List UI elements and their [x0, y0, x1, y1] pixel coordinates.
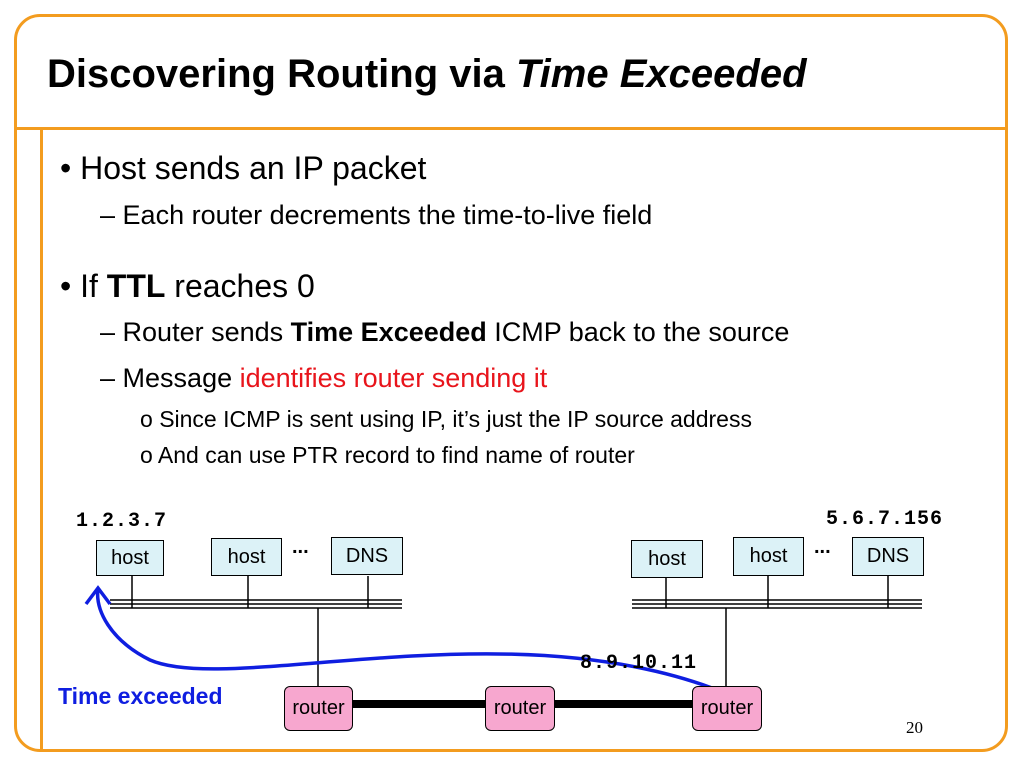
- subsubbullet-text: Since ICMP is sent using IP, it’s just t…: [159, 406, 752, 432]
- dash-marker: –: [100, 317, 116, 347]
- bullet-ttl-zero: • If TTL reaches 0: [60, 268, 315, 305]
- router-middle: router: [485, 686, 555, 731]
- bullet-text-post: reaches 0: [165, 268, 315, 304]
- subbullet-text-highlight: identifies router sending it: [239, 363, 548, 393]
- left-lan-drops: [131, 576, 369, 688]
- left-host-1: host: [96, 540, 164, 576]
- bullet-text-pre: If: [80, 268, 107, 304]
- subbullet-text: Each router decrements the time-to-live …: [122, 200, 653, 230]
- subbullet-router-decrements: – Each router decrements the time-to-liv…: [100, 200, 652, 231]
- page-number: 20: [906, 718, 923, 737]
- right-dns-server: DNS: [852, 537, 924, 576]
- title-divider: [14, 127, 1008, 130]
- time-exceeded-arrow: [95, 587, 713, 690]
- dash-marker: –: [100, 200, 116, 230]
- left-ellipsis: ...: [292, 536, 309, 558]
- time-exceeded-label: Time exceeded: [58, 683, 223, 709]
- subbullet-text-bold: Time Exceeded: [290, 317, 487, 347]
- right-ellipsis: ...: [814, 536, 831, 558]
- subbullet-router-sends: – Router sends Time Exceeded ICMP back t…: [100, 317, 789, 348]
- right-lan-drops: [665, 576, 889, 688]
- right-host-1: host: [631, 540, 703, 578]
- bullet-text: Host sends an IP packet: [80, 150, 427, 186]
- left-dns-server: DNS: [331, 537, 403, 575]
- router-address: 8.9.10.11: [580, 652, 698, 675]
- bullet-marker: •: [60, 268, 72, 304]
- left-accent-bar: [40, 127, 43, 752]
- dash-marker: –: [100, 363, 116, 393]
- slide-frame: [14, 14, 1008, 752]
- right-network-address: 5.6.7.156: [826, 508, 944, 531]
- right-host-2: host: [733, 537, 804, 576]
- subsubbullet-ptr-record: o And can use PTR record to find name of…: [140, 442, 635, 469]
- left-host-2: host: [211, 538, 282, 576]
- router-left: router: [284, 686, 353, 731]
- subbullet-message-identifies: – Message identifies router sending it: [100, 363, 547, 394]
- subsubbullet-text: And can use PTR record to find name of r…: [157, 442, 635, 468]
- o-marker: o: [140, 442, 153, 468]
- subsubbullet-icmp-source: o Since ICMP is sent using IP, it’s just…: [140, 406, 752, 433]
- router-right: router: [692, 686, 762, 731]
- subbullet-text-pre: Router sends: [122, 317, 291, 347]
- left-lan-bus: [110, 599, 402, 609]
- slide-title: Discovering Routing via Time Exceeded: [47, 52, 807, 97]
- o-marker: o: [140, 406, 153, 432]
- subbullet-text-post: ICMP back to the source: [486, 317, 790, 347]
- right-lan-bus: [632, 599, 922, 609]
- left-network-address: 1.2.3.7: [76, 510, 168, 533]
- bullet-text-bold: TTL: [106, 268, 166, 304]
- bullet-marker: •: [60, 150, 72, 186]
- bullet-host-sends: • Host sends an IP packet: [60, 150, 426, 187]
- time-exceeded-arrowhead: [84, 585, 112, 606]
- title-prefix: Discovering Routing via: [47, 52, 516, 96]
- subbullet-text-pre: Message: [122, 363, 240, 393]
- title-emphasis: Time Exceeded: [515, 52, 807, 96]
